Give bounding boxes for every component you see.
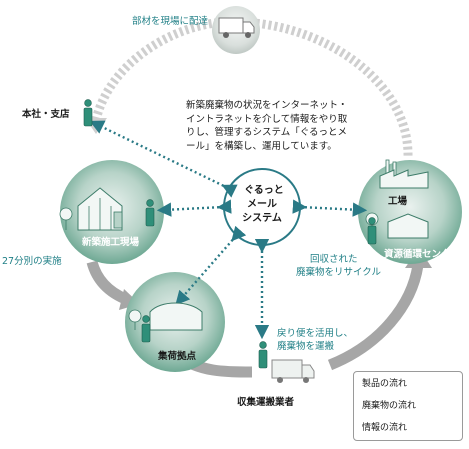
legend-product-label: 製品の流れ [362, 379, 408, 389]
person-icon [258, 341, 268, 369]
site-note: 27分別の実施 [2, 256, 62, 267]
center-line-3: システム [242, 213, 282, 224]
truck-icon [218, 17, 255, 38]
carrier-truck-icon [271, 359, 315, 383]
carrier-note-1: 戻り便を活用し、 [277, 328, 354, 339]
head-office-label: 本社・支店 [22, 109, 70, 120]
person-icon [83, 99, 93, 127]
info-flow-site [156, 199, 232, 217]
recycle-center-label: 資源循環センター [384, 249, 461, 260]
waste-flow-site-to-collection [86, 260, 131, 306]
system-description: 新築廃棄物の状況をインターネット・イントラネットを介して情報をやり取りし、管理す… [186, 100, 348, 152]
info-flow-collection [175, 225, 247, 306]
carrier-label: 収集運搬業者 [237, 397, 295, 408]
person-icon [367, 217, 377, 245]
factory-icon [379, 159, 429, 189]
person-icon [141, 315, 151, 343]
collection-label: 集荷拠点 [158, 351, 197, 362]
house-icon [77, 187, 123, 231]
recycle-building-icon [387, 213, 429, 239]
legend-info-label: 情報の流れ [362, 423, 408, 433]
info-flow-recycle [292, 199, 368, 217]
recycle-note-1: 回収された [310, 254, 358, 265]
center-line-2: メール [247, 199, 277, 210]
legend-waste-label: 廃棄物の流れ [362, 401, 417, 411]
top-flow-label: 部材を現場に配達 [132, 16, 209, 27]
waste-flow-carrier-to-center [327, 264, 424, 371]
legend-box: 製品の流れ 廃棄物の流れ 情報の流れ [353, 371, 463, 441]
recycle-note-2: 廃棄物をリサイクル [296, 267, 382, 278]
carrier-note-2: 廃棄物を運搬 [277, 341, 335, 352]
warehouse-icon [149, 302, 203, 331]
site-label: 新築施工現場 [82, 237, 140, 248]
center-line-1: ぐるっと [244, 185, 284, 196]
factory-label: 工場 [388, 196, 408, 207]
person-icon [145, 199, 155, 227]
